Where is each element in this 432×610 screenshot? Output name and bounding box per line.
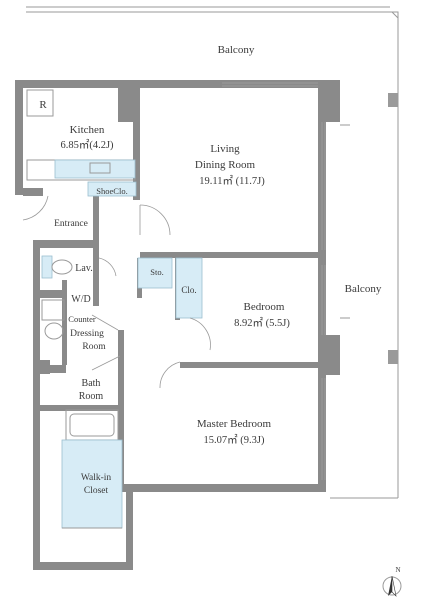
balcony-right-label: Balcony: [345, 283, 382, 295]
windows: [222, 82, 350, 480]
dressing-line1: Dressing: [70, 329, 104, 339]
bath-line1: Bath: [82, 378, 101, 389]
balcony-top-label: Balcony: [218, 44, 255, 56]
doors: [22, 195, 211, 389]
north-label: N: [395, 566, 400, 574]
bath-fixtures: [61, 257, 203, 529]
storage-label: Sto.: [150, 267, 163, 277]
lavatory-label: Lav.: [75, 263, 92, 274]
kitchen-fixtures: [26, 89, 137, 197]
living-line1: Living: [210, 143, 240, 155]
kitchen-size: 6.85㎡(4.2J): [60, 139, 114, 151]
kitchen-name: Kitchen: [70, 124, 105, 136]
walkin-line1: Walk-in: [81, 473, 112, 483]
bath-line2: Room: [79, 391, 104, 402]
north-arrow-icon: N: [382, 566, 402, 597]
lavatory-fixtures: [41, 255, 73, 340]
walkin-line2: Closet: [84, 486, 109, 496]
entrance-label: Entrance: [54, 219, 88, 229]
dressing-line2: Room: [82, 342, 106, 352]
bedroom-size: 8.92㎡ (5.5J): [234, 317, 290, 329]
washer-dryer-label: W/D: [71, 294, 90, 305]
room-labels: Balcony Balcony R Kitchen 6.85㎡(4.2J) Li…: [39, 44, 381, 496]
shoe-closet-label: ShoeClo.: [96, 186, 127, 196]
master-bedroom-size: 15.07㎡ (9.3J): [204, 434, 265, 446]
balcony-outline: [26, 6, 399, 499]
living-size: 19.11㎡ (11.7J): [199, 175, 265, 187]
counter-label: Counter: [68, 314, 96, 324]
refrigerator-label: R: [39, 99, 47, 111]
master-bedroom-name: Master Bedroom: [197, 418, 272, 430]
bedroom-name: Bedroom: [244, 301, 285, 313]
closet-label: Clo.: [181, 285, 196, 295]
living-line2: Dining Room: [195, 159, 256, 171]
